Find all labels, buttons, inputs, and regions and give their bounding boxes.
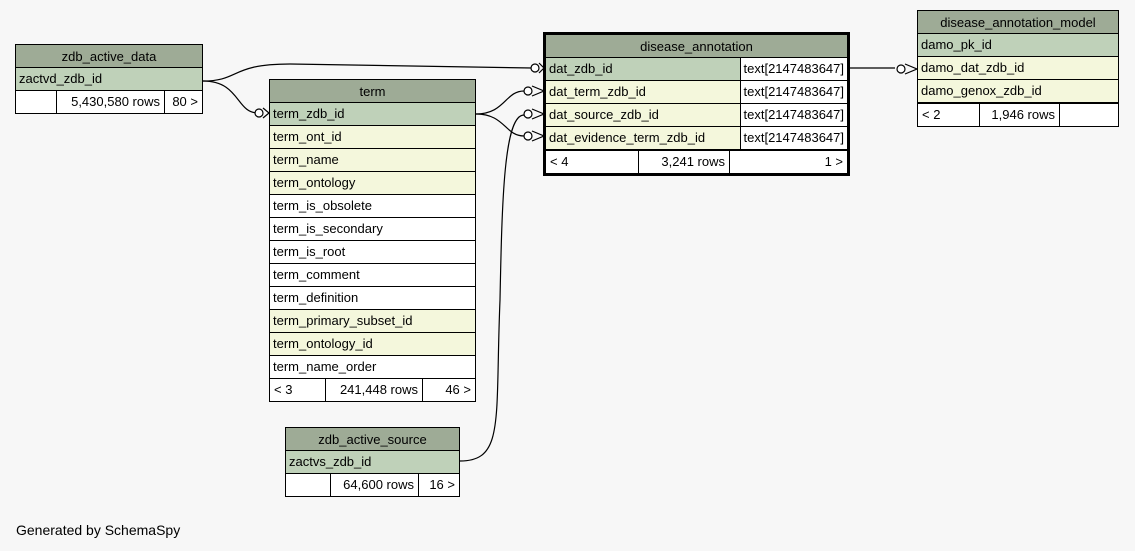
column-name: term_ontology [273,175,356,190]
crowsfoot-circle [523,109,533,119]
column-row-pk: zactvd_zdb_id [16,68,202,91]
connector-term-to-dat-term [475,90,525,115]
column-row-indexed: term_name [270,149,475,172]
column-name: term_is_obsolete [273,198,372,213]
table-zdb-active-source[interactable]: zdb_active_source zactvs_zdb_id 64,600 r… [285,427,460,497]
connector-active-data-to-disease-annotation [202,63,533,82]
column-name: damo_genox_zdb_id [921,83,1042,98]
column-row-fk: dat_term_zdb_id text[2147483647] [546,81,847,104]
column-row: term_name_order [270,356,475,379]
column-name: term_name_order [273,359,377,374]
column-name: term_ontology_id [273,336,373,351]
column-row-indexed: term_ontology_id [270,333,475,356]
parents-count [286,474,330,496]
table-title: zdb_active_data [16,45,202,68]
row-count: 64,600 rows [330,474,418,496]
column-type: text[2147483647] [739,58,847,80]
crowsfoot-circle [523,86,533,96]
children-count: 16 > [418,474,459,496]
column-name: term_is_secondary [273,221,383,236]
parents-count: < 3 [274,382,293,397]
connector-term-to-dat-evidence [475,113,525,137]
crowsfoot-circle [523,131,533,141]
column-row: term_is_root [270,241,475,264]
table-disease-annotation-model[interactable]: disease_annotation_model damo_pk_id damo… [917,10,1119,127]
column-name: zactvs_zdb_id [289,454,372,469]
crowsfoot-circle [254,108,264,118]
row-count: 241,448 rows [325,379,422,401]
crowsfoot-mark [904,63,919,75]
row-count: 5,430,580 rows [56,91,164,113]
column-row-fk: damo_dat_zdb_id [918,57,1118,80]
table-disease-annotation[interactable]: disease_annotation dat_zdb_id text[21474… [543,32,850,176]
column-name: damo_dat_zdb_id [921,60,1025,75]
table-title: disease_annotation_model [918,11,1118,34]
children-count [1059,104,1118,126]
children-count: 46 > [422,379,475,401]
column-row-indexed: term_primary_subset_id [270,310,475,333]
row-count: 3,241 rows [638,151,729,173]
column-name: term_definition [273,290,359,305]
crowsfoot-circle [530,63,540,73]
connector-active-source-to-dat-source [459,114,525,462]
column-name: dat_zdb_id [549,61,613,76]
parents-count: < 4 [550,154,569,169]
column-row: term_comment [270,264,475,287]
column-name: damo_pk_id [921,37,992,52]
column-name: term_is_root [273,244,346,259]
generated-by-note: Generated by SchemaSpy [16,522,181,538]
table-footer: 64,600 rows 16 > [286,474,459,496]
table-title: term [270,80,475,103]
parents-count [16,91,56,113]
table-footer: < 4 3,241 rows 1 > [546,150,847,173]
table-term[interactable]: term term_zdb_id term_ont_id term_name t… [269,79,476,402]
column-name: dat_source_zdb_id [549,107,659,122]
column-row-indexed: term_ontology [270,172,475,195]
column-row-indexed: term_ont_id [270,126,475,149]
column-row-pk: dat_zdb_id text[2147483647] [546,58,847,81]
table-footer: < 2 1,946 rows [918,103,1118,126]
connector-active-data-to-term [202,80,259,114]
table-title: disease_annotation [546,35,847,58]
crowsfoot-circle [896,64,906,74]
column-name: term_zdb_id [273,106,345,121]
column-name: term_name [273,152,339,167]
column-row: term_is_obsolete [270,195,475,218]
column-name: dat_term_zdb_id [549,84,646,99]
column-name: term_primary_subset_id [273,313,413,328]
children-count: 1 > [729,151,847,173]
column-row-pk: zactvs_zdb_id [286,451,459,474]
column-name: term_comment [273,267,360,282]
column-name: zactvd_zdb_id [19,71,103,86]
children-count: 80 > [164,91,202,113]
column-row: term_definition [270,287,475,310]
column-row-fk: dat_evidence_term_zdb_id text[2147483647… [546,127,847,150]
row-count: 1,946 rows [979,104,1059,126]
column-row-pk: term_zdb_id [270,103,475,126]
column-type: text[2147483647] [739,104,847,126]
column-row-fk: dat_source_zdb_id text[2147483647] [546,104,847,127]
table-footer: 5,430,580 rows 80 > [16,91,202,113]
column-row-pk: damo_pk_id [918,34,1118,57]
table-zdb-active-data[interactable]: zdb_active_data zactvd_zdb_id 5,430,580 … [15,44,203,114]
column-type: text[2147483647] [739,81,847,103]
column-type: text[2147483647] [739,127,847,149]
column-row: term_is_secondary [270,218,475,241]
table-footer: < 3 241,448 rows 46 > [270,379,475,401]
column-name: dat_evidence_term_zdb_id [549,130,706,145]
table-title: zdb_active_source [286,428,459,451]
column-row-fk: damo_genox_zdb_id [918,80,1118,103]
column-name: term_ont_id [273,129,342,144]
parents-count: < 2 [922,107,941,122]
